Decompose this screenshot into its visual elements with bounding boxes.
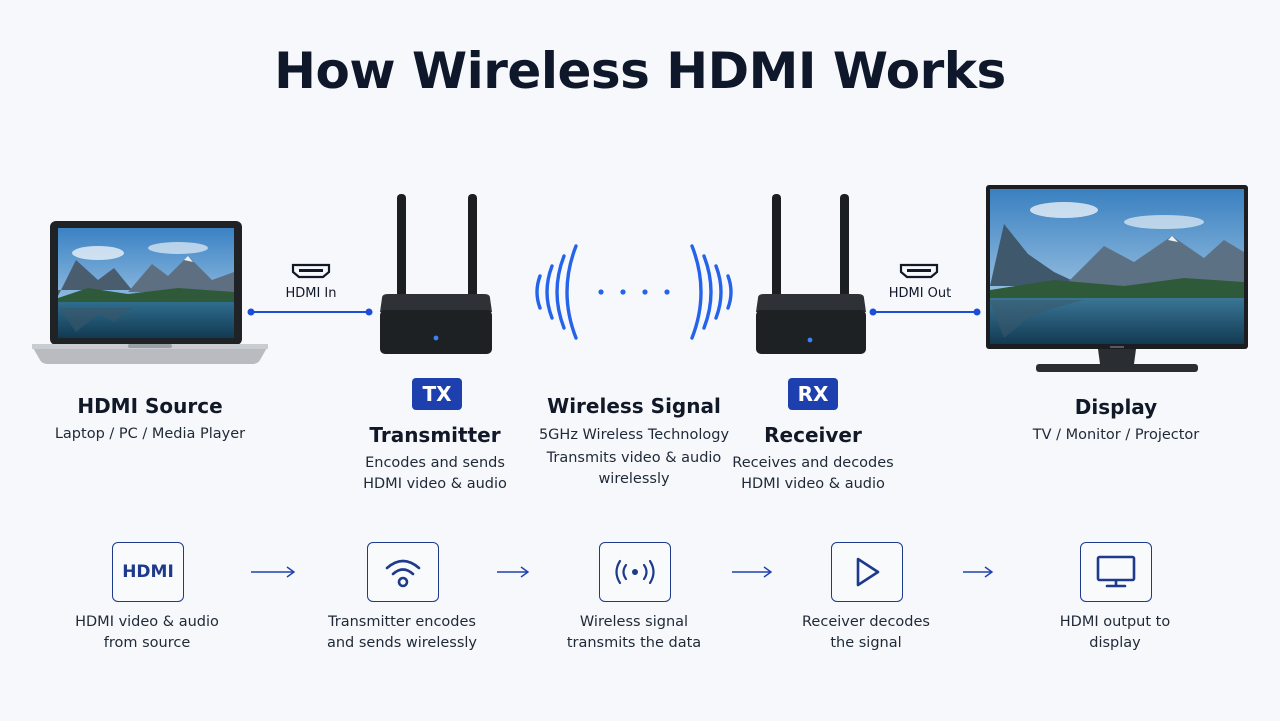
step-1-icon-box: HDMI — [112, 542, 184, 602]
hdmi-port-in-icon — [291, 263, 331, 279]
signal-line2: Transmits video & audio — [546, 450, 722, 466]
play-icon — [856, 557, 880, 587]
step-3-line1: Wireless signal — [579, 614, 689, 630]
wireless-signal-waves-icon — [535, 244, 733, 340]
rx-badge: RX — [788, 378, 838, 410]
receiver-desc-line1: Receives and decodes — [732, 455, 894, 471]
step-1-line1: HDMI video & audio — [75, 614, 219, 630]
hdmi-in-label: HDMI In — [285, 286, 337, 301]
transmitter-device-image — [380, 194, 492, 354]
display-subtitle: TV / Monitor / Projector — [1032, 427, 1200, 443]
step-4-line1: Receiver decodes — [802, 614, 930, 630]
step-2-line1: Transmitter encodes — [328, 614, 476, 630]
arrow-right-icon — [497, 566, 530, 578]
wifi-icon — [385, 559, 421, 588]
transmitter-desc-line1: Encodes and sends — [365, 455, 505, 471]
arrow-right-icon — [732, 566, 773, 578]
step-4-line2: the signal — [830, 635, 902, 651]
arrow-right-icon — [963, 566, 994, 578]
signal-line1: 5GHz Wireless Technology — [538, 427, 730, 443]
broadcast-icon — [615, 559, 655, 585]
receiver-heading: Receiver — [764, 423, 862, 447]
tv-display-image — [986, 185, 1248, 372]
source-subtitle: Laptop / PC / Media Player — [54, 426, 246, 442]
display-heading: Display — [1074, 395, 1158, 419]
page-title: How Wireless HDMI Works — [274, 42, 1006, 100]
hdmi-out-label: HDMI Out — [888, 286, 952, 301]
step-5-line1: HDMI output to — [1059, 614, 1171, 630]
source-heading: HDMI Source — [77, 394, 223, 418]
receiver-desc-line2: HDMI video & audio — [741, 476, 885, 492]
transmitter-heading: Transmitter — [369, 423, 501, 447]
receiver-device-image — [756, 194, 866, 354]
signal-line3: wirelessly — [598, 471, 670, 487]
laptop-image — [32, 221, 268, 364]
hdmi-port-out-icon — [899, 263, 939, 279]
step-3-line2: transmits the data — [566, 635, 702, 651]
step-2-line2: and sends wirelessly — [326, 635, 478, 651]
tx-badge: TX — [412, 378, 462, 410]
step-4-icon-box — [831, 542, 903, 602]
rx-to-display-connector — [869, 308, 981, 316]
signal-heading: Wireless Signal — [547, 394, 721, 418]
step-5-icon-box — [1080, 542, 1152, 602]
step-5-line2: display — [1089, 635, 1141, 651]
monitor-icon — [1096, 555, 1136, 588]
step-1-line2: from source — [103, 635, 191, 651]
hdmi-text-icon: HDMI — [122, 562, 174, 582]
step-3-icon-box — [599, 542, 671, 602]
step-2-icon-box — [367, 542, 439, 602]
source-to-tx-connector — [247, 308, 373, 316]
arrow-right-icon — [251, 566, 296, 578]
transmitter-desc-line2: HDMI video & audio — [363, 476, 507, 492]
